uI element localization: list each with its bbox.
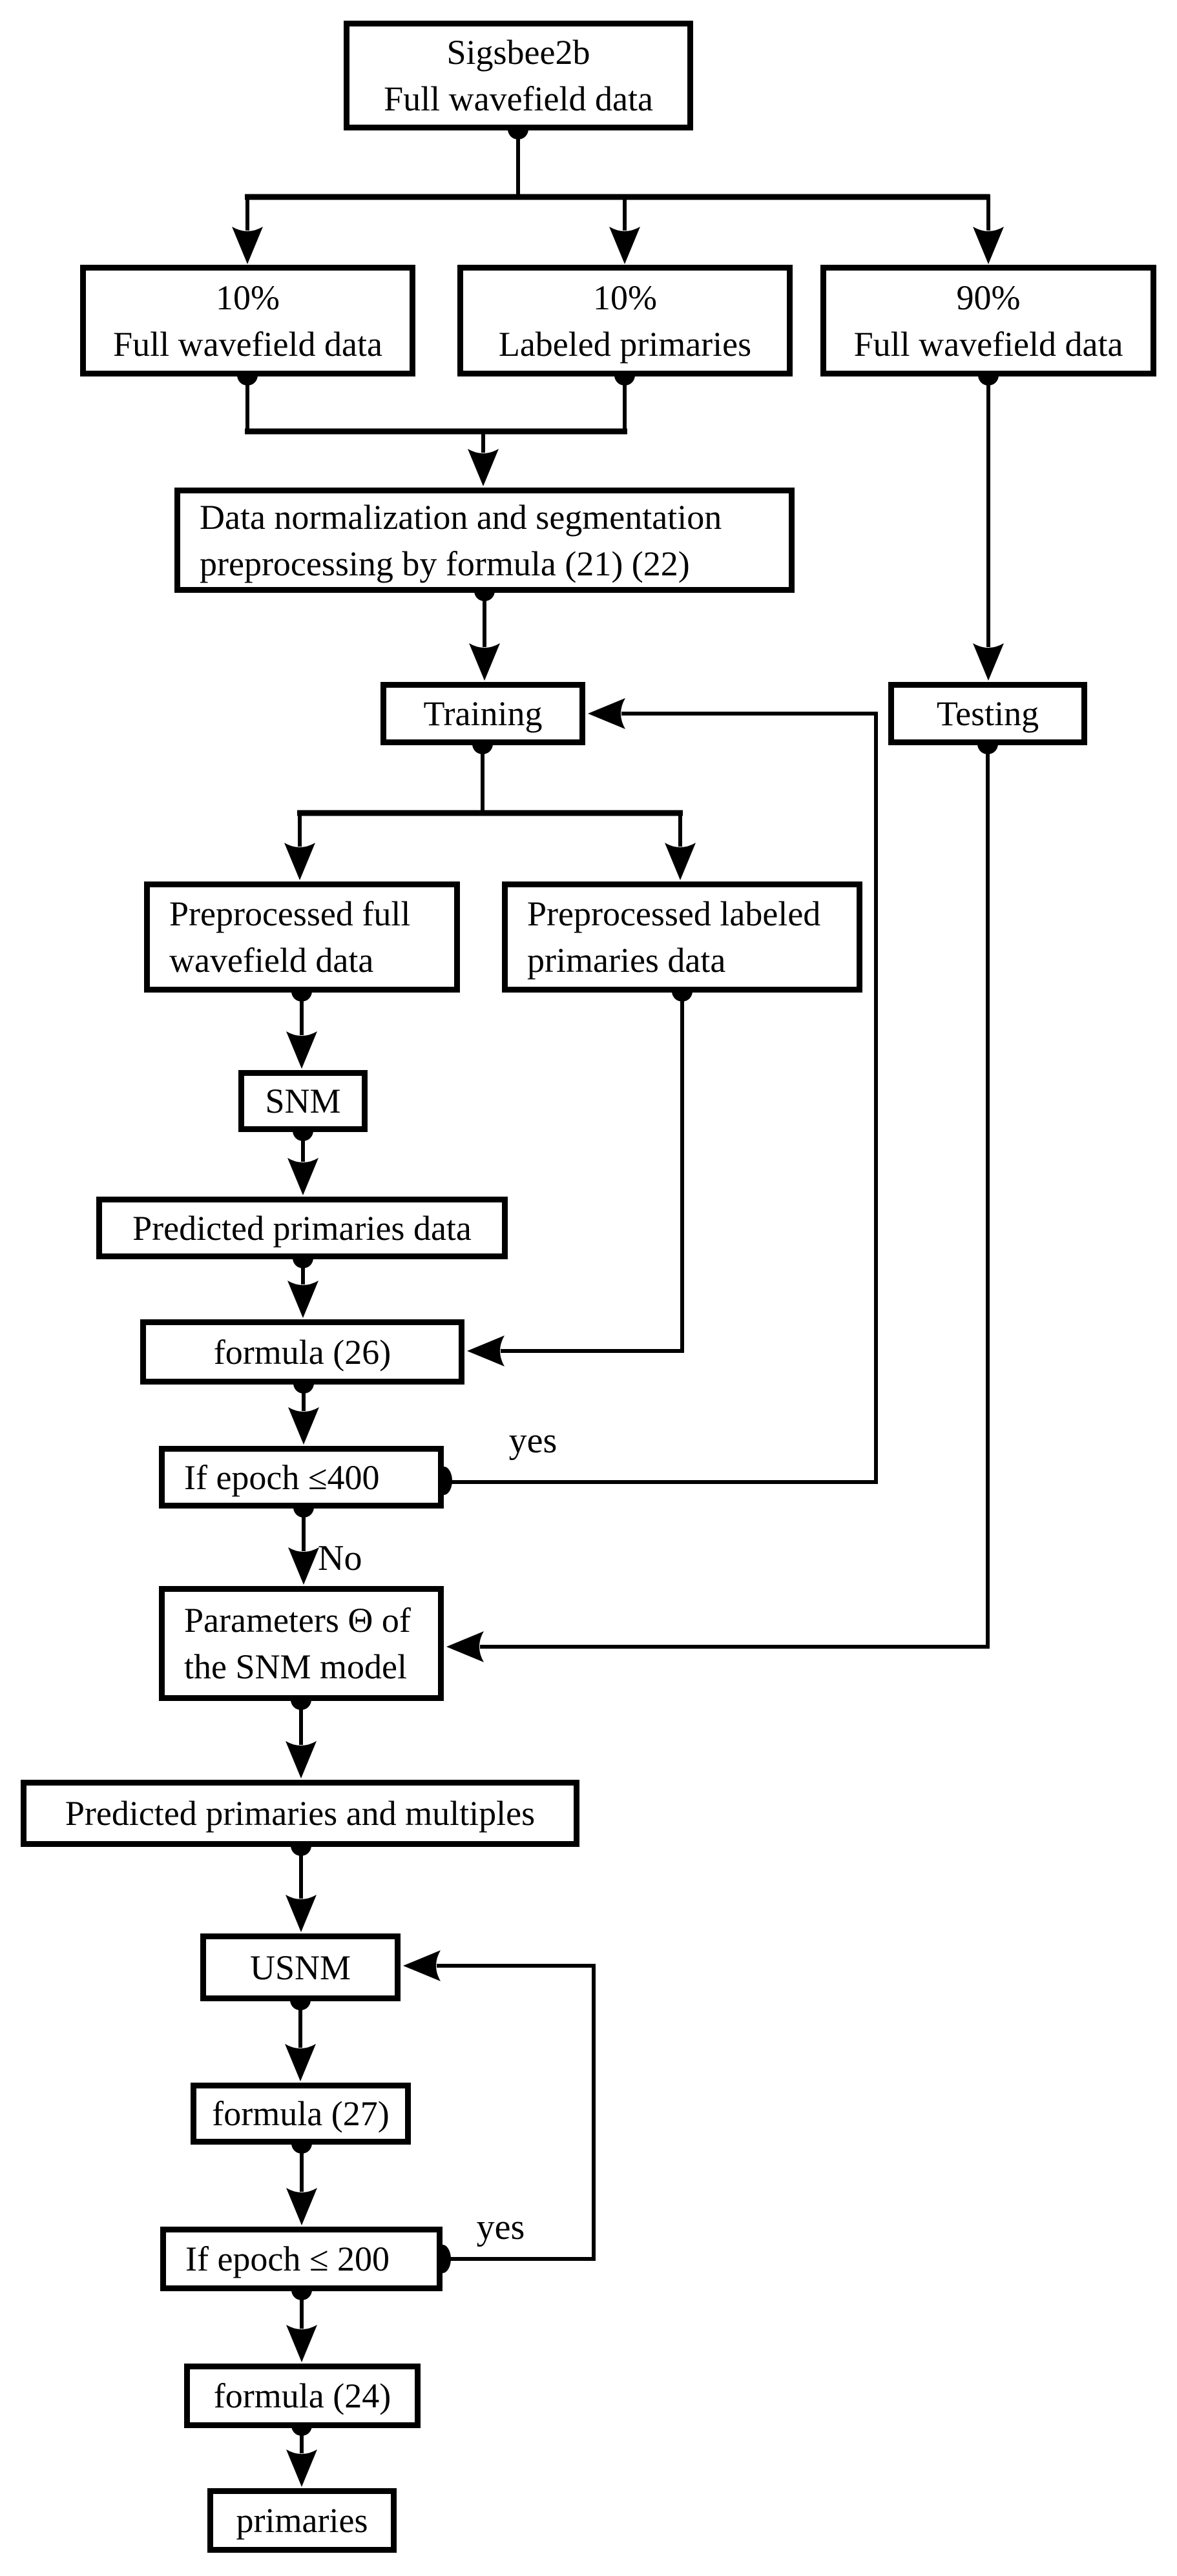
node-if-epoch-le-200: If epoch ≤ 200 xyxy=(160,2227,443,2291)
node-preprocessed-labeled-primaries-data: Preprocessed labeled primaries data xyxy=(502,881,862,993)
edge-90full-to-testing xyxy=(973,365,1004,681)
node-if-epoch-le-400: If epoch ≤400 xyxy=(159,1446,444,1509)
node-predicted-primaries-data: Predicted primaries data xyxy=(96,1197,508,1259)
node-sigsbee2b-full-wavefield-data: Sigsbee2b Full wavefield data xyxy=(344,21,693,130)
node-formula-26: formula (26) xyxy=(140,1319,464,1385)
edge-training-to-preprocessed xyxy=(284,734,696,880)
edge-usnm-to-formula27 xyxy=(285,1990,316,2081)
node-formula-27: formula (27) xyxy=(191,2083,411,2145)
edge-label-yes-epoch400: yes xyxy=(508,1421,557,1461)
node-parameters-theta-snm-model: Parameters Θ of the SNM model xyxy=(159,1586,444,1701)
node-10pct-full-wavefield-data: 10% Full wavefield data xyxy=(80,265,415,376)
node-formula-24: formula (24) xyxy=(184,2364,421,2428)
node-testing: Testing xyxy=(888,682,1087,745)
node-primaries: primaries xyxy=(207,2488,397,2553)
edge-ppm-to-usnm xyxy=(286,1835,317,1932)
node-10pct-labeled-primaries: 10% Labeled primaries xyxy=(457,265,793,376)
edge-label-no-epoch400: No xyxy=(318,1538,362,1578)
node-90pct-full-wavefield-data: 90% Full wavefield data xyxy=(820,265,1156,376)
node-snm: SNM xyxy=(238,1070,368,1132)
edge-prefull-to-snm xyxy=(286,981,317,1069)
edge-prelabeled-to-formula26 xyxy=(467,981,693,1366)
edge-label-yes-epoch200: yes xyxy=(476,2207,525,2247)
edge-parameters-to-ppm xyxy=(286,1689,317,1778)
node-predicted-primaries-and-multiples: Predicted primaries and multiples xyxy=(21,1780,579,1847)
edge-ifepoch200-to-formula24 xyxy=(286,2280,317,2362)
edge-ifepoch400-yes-to-training xyxy=(435,698,878,1495)
edge-source-to-splits xyxy=(232,119,1004,264)
edge-ifepoch400-no-to-parameters xyxy=(288,1497,319,1585)
node-data-normalization-segmentation: Data normalization and segmentation prep… xyxy=(174,488,795,593)
edge-formula27-to-ifepoch200 xyxy=(286,2133,317,2225)
node-preprocessed-full-wavefield-data: Preprocessed full wavefield data xyxy=(144,881,460,993)
edge-preprocess-to-training xyxy=(469,581,500,681)
edge-splits-merge-to-preprocess xyxy=(237,365,635,486)
node-usnm: USNM xyxy=(200,1933,401,2001)
edge-testing-to-parameters xyxy=(446,734,998,1662)
node-training: Training xyxy=(380,682,585,745)
